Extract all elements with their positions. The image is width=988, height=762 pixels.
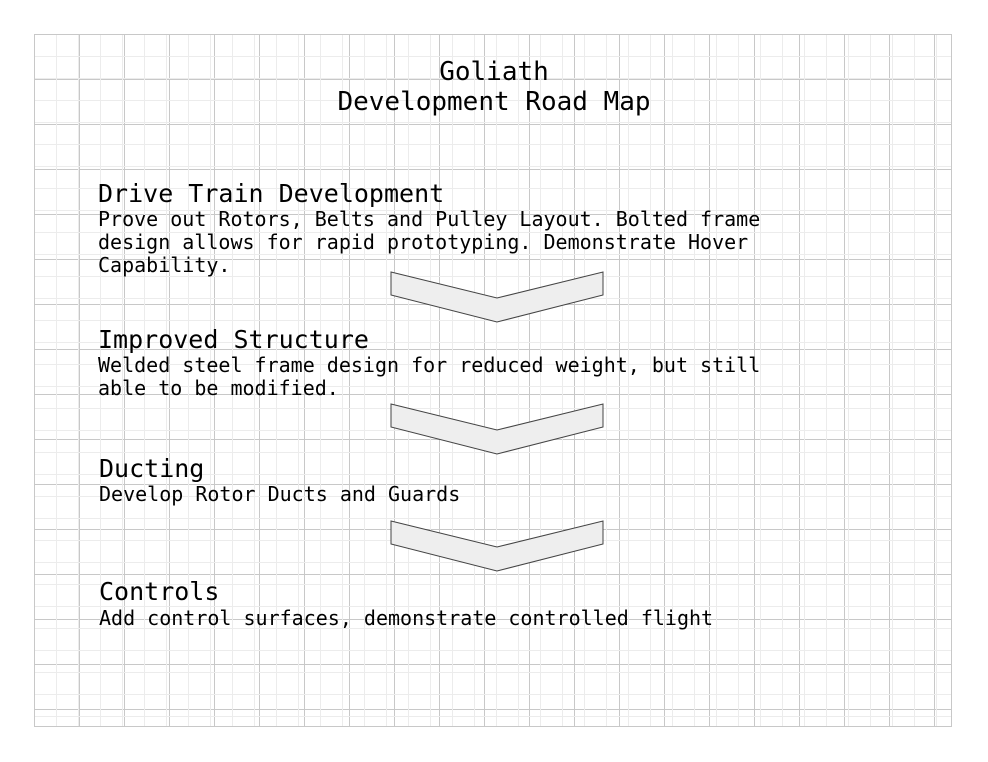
stage-description-controls: Add control surfaces, demonstrate contro… [99,606,714,630]
background-grid [35,35,951,726]
chevron-arrow-3 [390,520,604,572]
chevron-arrow-1 [390,271,604,323]
stage-title-controls: Controls [99,577,220,606]
stage-description-improved-structure: Welded steel frame design for reduced we… [98,353,761,400]
diagram-canvas: Goliath Development Road Map Drive Train… [34,34,952,727]
stage-title-ducting: Ducting [99,454,205,483]
stage-title-drive-train: Drive Train Development [98,179,445,208]
stage-description-drive-train: Prove out Rotors, Belts and Pulley Layou… [98,207,761,277]
stage-description-ducting: Develop Rotor Ducts and Guards [99,482,461,506]
stage-title-improved-structure: Improved Structure [98,325,369,354]
diagram-title: Goliath [439,57,549,87]
diagram-subtitle: Development Road Map [337,87,651,117]
chevron-arrow-2 [390,403,604,455]
